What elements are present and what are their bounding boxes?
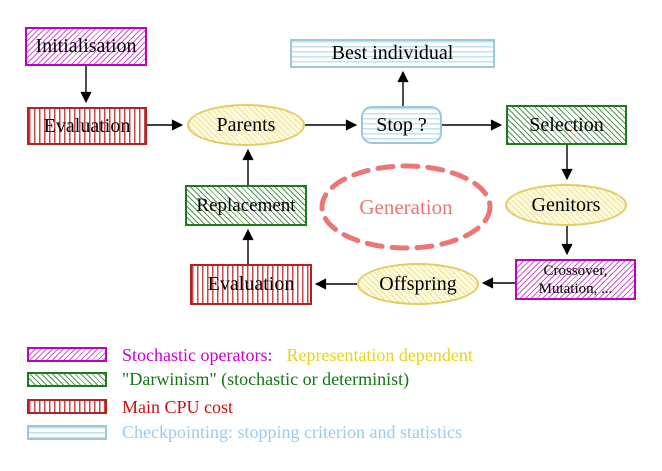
node-evaluation-bottom-label: Evaluation <box>207 273 295 295</box>
node-evaluation-bottom: Evaluation <box>190 264 312 305</box>
node-initialisation-label: Initialisation <box>35 35 137 57</box>
node-offspring-label: Offspring <box>379 272 457 295</box>
legend-label-representation-dependent: Representation dependent <box>286 345 473 365</box>
node-crossover-mutation: Crossover, Mutation, ... <box>515 259 636 300</box>
node-replacement-label: Replacement <box>196 194 296 216</box>
node-crossover-line1: Crossover, <box>543 262 608 279</box>
node-crossover-line2: Mutation, ... <box>538 280 613 297</box>
legend-label-checkpointing: Checkpointing: stopping criterion and st… <box>122 422 462 442</box>
node-stop: Stop ? <box>361 106 442 144</box>
legend-label-main-cpu-cost: Main CPU cost <box>122 397 234 417</box>
node-genitors-label: Genitors <box>531 193 601 216</box>
legend-item-stochastic-operators: Stochastic operators: Representation depe… <box>122 345 473 366</box>
node-evaluation-top-label: Evaluation <box>43 114 131 137</box>
legend-swatch-checkpointing <box>27 425 107 440</box>
node-best-individual-label: Best individual <box>331 42 454 64</box>
node-evaluation-top: Evaluation <box>27 107 147 145</box>
node-genitors: Genitors <box>505 184 627 226</box>
legend-swatch-stochastic-operators <box>27 347 107 362</box>
legend-swatch-darwinism <box>27 372 107 387</box>
generation-loop-ellipse <box>319 163 493 251</box>
node-parents-label: Parents <box>216 113 276 136</box>
node-stop-label: Stop ? <box>376 113 427 136</box>
node-best-individual: Best individual <box>290 39 495 68</box>
node-parents: Parents <box>187 104 305 146</box>
legend-swatch-main-cpu-cost <box>27 399 107 414</box>
node-initialisation: Initialisation <box>25 27 147 66</box>
node-selection: Selection <box>506 105 627 145</box>
node-offspring: Offspring <box>357 263 479 305</box>
legend-label-stochastic-operators: Stochastic operators: <box>122 345 273 365</box>
node-replacement: Replacement <box>185 185 307 226</box>
legend-label-darwinism: "Darwinism" (stochastic or determinist) <box>122 369 410 389</box>
node-selection-label: Selection <box>529 113 604 136</box>
generation-label: Generation <box>359 195 453 219</box>
